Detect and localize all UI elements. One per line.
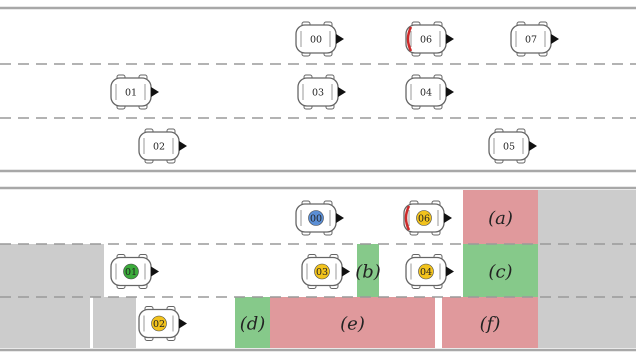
top-car-04: 04 bbox=[405, 74, 454, 110]
bottom-car-00: 00 bbox=[295, 200, 344, 236]
car-status-dot bbox=[151, 315, 167, 332]
region-fill bbox=[442, 297, 538, 348]
region-b: (b) bbox=[355, 244, 381, 297]
heading-arrow-icon bbox=[446, 34, 454, 44]
top-car-00: 00 bbox=[295, 21, 344, 57]
region-label: (a) bbox=[488, 208, 513, 229]
top-car-07: 07 bbox=[510, 21, 559, 57]
region-f: (f) bbox=[442, 297, 538, 348]
bottom-car-06: 06 bbox=[403, 200, 452, 236]
occluded-area bbox=[0, 297, 90, 348]
bottom-panel: (a) (b) (c) (d) (e) (f) 00 06 01 03 04 02 bbox=[0, 186, 636, 352]
car-status-dot bbox=[308, 210, 324, 226]
heading-arrow-icon bbox=[179, 141, 187, 151]
heading-arrow-icon bbox=[336, 213, 344, 223]
occluded-area bbox=[538, 297, 636, 348]
car-label: 03 bbox=[316, 267, 328, 278]
top-car-02: 02 bbox=[138, 128, 187, 164]
car-label: 07 bbox=[525, 35, 537, 46]
heading-arrow-icon bbox=[151, 87, 159, 97]
heading-arrow-icon bbox=[336, 34, 344, 44]
car-label: 01 bbox=[125, 88, 137, 99]
region-e: (e) bbox=[270, 297, 435, 348]
bottom-car-04: 04 bbox=[405, 254, 454, 289]
occluded-area bbox=[538, 244, 636, 297]
top-car-01: 01 bbox=[110, 74, 159, 110]
car-label: 04 bbox=[420, 267, 432, 278]
heading-arrow-icon bbox=[446, 87, 454, 97]
heading-arrow-icon bbox=[529, 141, 537, 151]
car-label: 02 bbox=[153, 319, 165, 330]
region-d: (d) bbox=[235, 297, 270, 348]
car-label: 06 bbox=[420, 35, 432, 46]
car-status-dot bbox=[418, 263, 434, 280]
top-car-06: 06 bbox=[405, 21, 454, 57]
occluded-area bbox=[538, 190, 636, 244]
car-status-dot bbox=[123, 263, 139, 280]
red-marker bbox=[404, 205, 411, 231]
region-fill bbox=[357, 244, 379, 297]
heading-arrow-icon bbox=[444, 213, 452, 223]
region-a: (a) bbox=[463, 190, 538, 244]
heading-arrow-icon bbox=[551, 34, 559, 44]
car-label: 00 bbox=[310, 35, 322, 46]
car-label: 04 bbox=[420, 88, 432, 99]
region-fill bbox=[270, 297, 435, 348]
region-label: (e) bbox=[340, 314, 365, 335]
car-label: 00 bbox=[310, 214, 322, 225]
heading-arrow-icon bbox=[179, 318, 187, 329]
bottom-car-01: 01 bbox=[110, 254, 159, 289]
region-fill bbox=[463, 244, 538, 297]
region-label: (c) bbox=[488, 262, 512, 283]
red-marker bbox=[406, 26, 413, 52]
region-label: (f) bbox=[480, 314, 501, 335]
car-label: 02 bbox=[153, 142, 165, 153]
car-status-dot bbox=[416, 210, 432, 226]
region-label: (d) bbox=[240, 314, 266, 335]
car-status-dot bbox=[314, 263, 330, 280]
car-label: 03 bbox=[312, 88, 324, 99]
top-car-03: 03 bbox=[297, 74, 346, 110]
bottom-car-03: 03 bbox=[301, 254, 350, 289]
bottom-car-02: 02 bbox=[138, 306, 187, 341]
heading-arrow-icon bbox=[151, 266, 159, 277]
region-c: (c) bbox=[463, 244, 538, 297]
top-car-05: 05 bbox=[488, 128, 537, 164]
heading-arrow-icon bbox=[342, 266, 350, 277]
region-fill bbox=[235, 297, 270, 348]
top-panel: 00 06 07 01 03 04 02 05 bbox=[0, 6, 636, 173]
car-label: 01 bbox=[125, 267, 137, 278]
occluded-area bbox=[93, 297, 136, 348]
heading-arrow-icon bbox=[446, 266, 454, 277]
car-label: 06 bbox=[418, 214, 430, 225]
car-label: 05 bbox=[503, 142, 515, 153]
heading-arrow-icon bbox=[338, 87, 346, 97]
region-label: (b) bbox=[355, 262, 381, 283]
occluded-area bbox=[0, 244, 104, 297]
region-fill bbox=[463, 190, 538, 244]
